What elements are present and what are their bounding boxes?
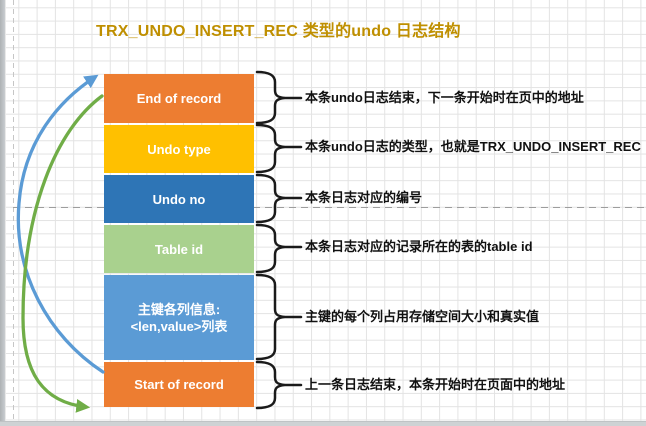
description-primary-key-columns: 主键的每个列占用存储空间大小和真实值 (305, 309, 540, 324)
box-start-of-record: Start of record (104, 362, 254, 407)
window-left-edge (0, 0, 6, 426)
box-end-of-record: End of record (104, 74, 254, 123)
description-undo-no: 本条日志对应的编号 (305, 190, 423, 205)
box-undo-type-label: Undo type (147, 141, 211, 157)
box-primary-key-columns: 主键各列信息: <len,value>列表 (104, 275, 254, 360)
box-table-id-label: Table id (154, 241, 204, 257)
description-start-of-record: 上一条日志结束，本条开始时在页面中的地址 (305, 377, 566, 392)
box-undo-no-label: Undo no (152, 191, 206, 207)
box-primary-key-columns-label: 主键各列信息: <len,value>列表 (130, 301, 228, 334)
description-undo-type: 本条undo日志的类型，也就是TRX_UNDO_INSERT_REC (305, 139, 641, 154)
page-break-vertical-line (13, 0, 14, 426)
box-start-of-record-label: Start of record (134, 377, 224, 392)
description-table-id: 本条日志对应的记录所在的表的table id (305, 239, 533, 254)
window-bottom-edge (0, 421, 646, 426)
box-table-id: Table id (104, 225, 254, 273)
diagram-title: TRX_UNDO_INSERT_REC 类型的undo 日志结构 (96, 23, 461, 40)
description-end-of-record: 本条undo日志结束，下一条开始时在页中的地址 (305, 90, 584, 105)
page-break-horizontal-line (13, 207, 646, 208)
box-end-of-record-label: End of record (136, 91, 222, 106)
box-undo-type: Undo type (104, 125, 254, 173)
box-undo-no: Undo no (104, 175, 254, 223)
